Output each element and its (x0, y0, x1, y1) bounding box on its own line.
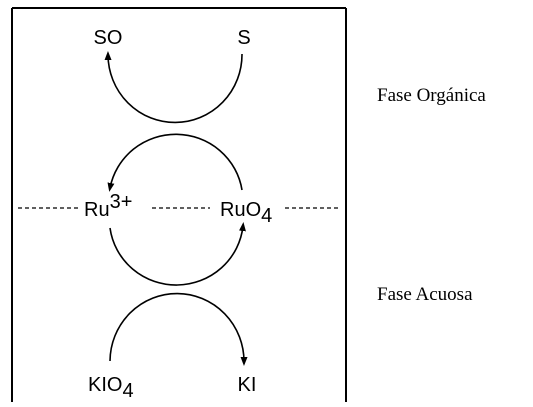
ru3-charge: 3+ (110, 191, 133, 213)
arc-ruo4-to-ru3 (107, 133, 243, 192)
label-ruo4: RuO4 (220, 199, 272, 227)
label-kio4: KIO4 (88, 374, 134, 402)
label-so: SO (94, 27, 123, 49)
label-ki: KI (238, 374, 257, 396)
arc-kio4-to-ki (109, 292, 248, 366)
label-s: S (237, 27, 250, 49)
ruo4-subscript: 4 (261, 205, 272, 227)
kio4-subscript: 4 (122, 380, 133, 402)
phase-label-aqueous: Fase Acuosa (377, 284, 473, 305)
ruo4-base: RuO (220, 199, 261, 221)
arc-ru3-to-ruo4 (109, 222, 246, 286)
phase-label-organic: Fase Orgánica (377, 85, 486, 106)
arc-s-to-so (104, 51, 243, 124)
ru3-base: Ru (84, 199, 110, 221)
label-ru3plus: Ru3+ (84, 191, 132, 221)
kio4-base: KIO (88, 374, 122, 396)
